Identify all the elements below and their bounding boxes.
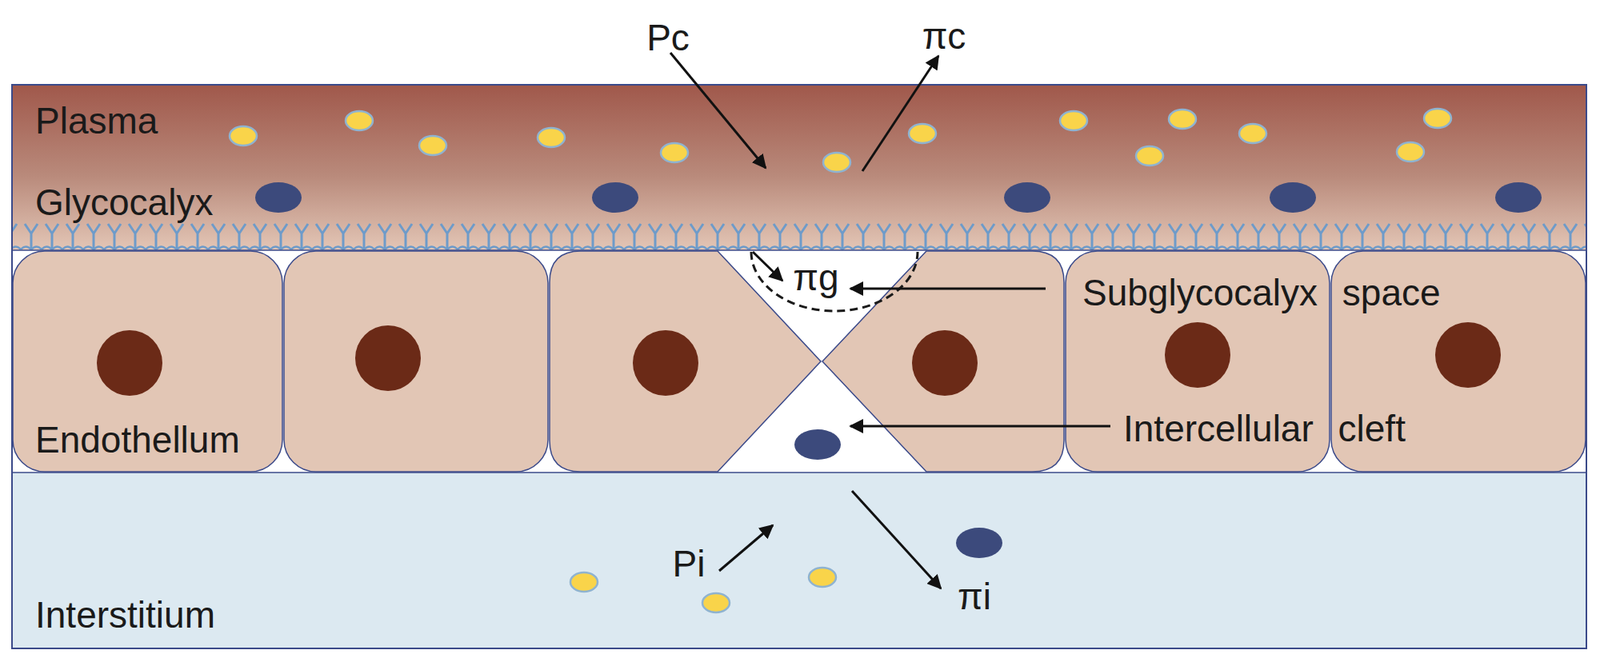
pressure-arrow	[852, 491, 941, 589]
small-solute	[1239, 124, 1267, 144]
small-solute	[660, 143, 688, 163]
cell-nucleus	[632, 330, 699, 396]
layer-label: Glycocalyx	[35, 184, 213, 221]
plasma-protein	[956, 528, 1003, 559]
endothelial-cell	[549, 251, 821, 472]
small-solute	[419, 136, 447, 156]
cell-nucleus	[912, 330, 978, 396]
plasma-protein	[255, 182, 302, 213]
cell-nucleus	[1164, 322, 1231, 388]
endothelial-cell	[284, 251, 548, 472]
interstitium-band	[12, 472, 1587, 649]
region-label: Intercellular cleft	[1123, 410, 1406, 448]
leader-arrow	[850, 288, 1046, 291]
endothelium-band	[12, 250, 1587, 473]
leader-arrow	[850, 425, 1111, 428]
plasma-protein	[1495, 182, 1542, 213]
plasma-band	[12, 84, 1587, 251]
small-solute	[229, 126, 257, 146]
pressure-arrow	[752, 252, 783, 281]
pressure-symbol: Pc	[646, 19, 690, 56]
endothelial-cell	[822, 251, 1064, 472]
band-boundary	[12, 472, 1587, 474]
band-label: Plasma	[35, 102, 158, 140]
cell-nucleus	[355, 325, 421, 392]
small-solute	[570, 572, 598, 592]
glycocalyx-fronds	[12, 214, 1587, 251]
endothelial-cell	[12, 251, 283, 472]
region-label: Subglycocalyx space	[1082, 274, 1441, 312]
band-label: Endothellum	[35, 421, 240, 459]
small-solute	[345, 111, 373, 131]
plasma-protein	[592, 182, 639, 213]
interstitium-band: Interstitium	[12, 472, 1587, 649]
plasma-band: PlasmaGlycocalyx	[12, 84, 1587, 251]
band-label: Interstitium	[35, 596, 216, 634]
cell-nucleus	[1435, 322, 1501, 388]
pressure-arrow	[719, 525, 773, 572]
small-solute	[808, 568, 836, 588]
band-boundary	[12, 249, 1587, 252]
pressure-symbol: πg	[792, 259, 839, 296]
plasma-protein	[1004, 182, 1051, 213]
plasma-protein	[1269, 182, 1316, 213]
small-solute	[1168, 109, 1196, 129]
small-solute	[537, 128, 565, 148]
small-solute	[1060, 111, 1088, 131]
small-solute	[1396, 142, 1424, 162]
small-solute	[702, 593, 730, 613]
small-solute	[1136, 146, 1164, 166]
figure-border	[12, 84, 1587, 649]
small-solute	[823, 152, 851, 172]
pressure-symbol: Pi	[672, 545, 706, 583]
pressure-arrow	[670, 52, 766, 168]
pressure-symbol: πc	[922, 17, 967, 55]
pressure-arrow	[862, 56, 939, 172]
small-solute	[908, 124, 936, 144]
subglycocalyx-boundary	[751, 252, 918, 312]
plasma-protein	[794, 429, 841, 460]
small-solute	[1424, 108, 1452, 128]
pressure-symbol: πi	[957, 578, 992, 616]
cell-nucleus	[96, 330, 163, 396]
